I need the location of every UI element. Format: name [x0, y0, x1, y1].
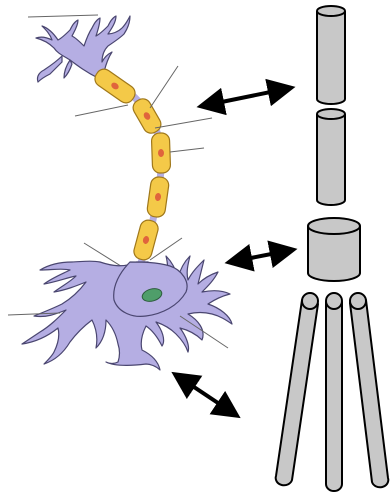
arrow-axon-to-cylinders: [202, 88, 290, 106]
upper-cylinder-1: [317, 6, 345, 104]
rod-right: [350, 300, 388, 487]
pointer-line-top-dendrite: [28, 15, 98, 17]
rod-left: [276, 300, 318, 485]
upper-cylinder-2: [317, 109, 345, 205]
arrow-soma-to-short-cylinder: [230, 250, 292, 262]
dendrites-top: [36, 16, 130, 82]
arrows: [176, 88, 292, 415]
short-cylinder: [308, 218, 360, 281]
rods: [276, 293, 389, 491]
arrow-dendrites-to-rods: [176, 375, 236, 415]
rod-middle: [326, 302, 342, 491]
